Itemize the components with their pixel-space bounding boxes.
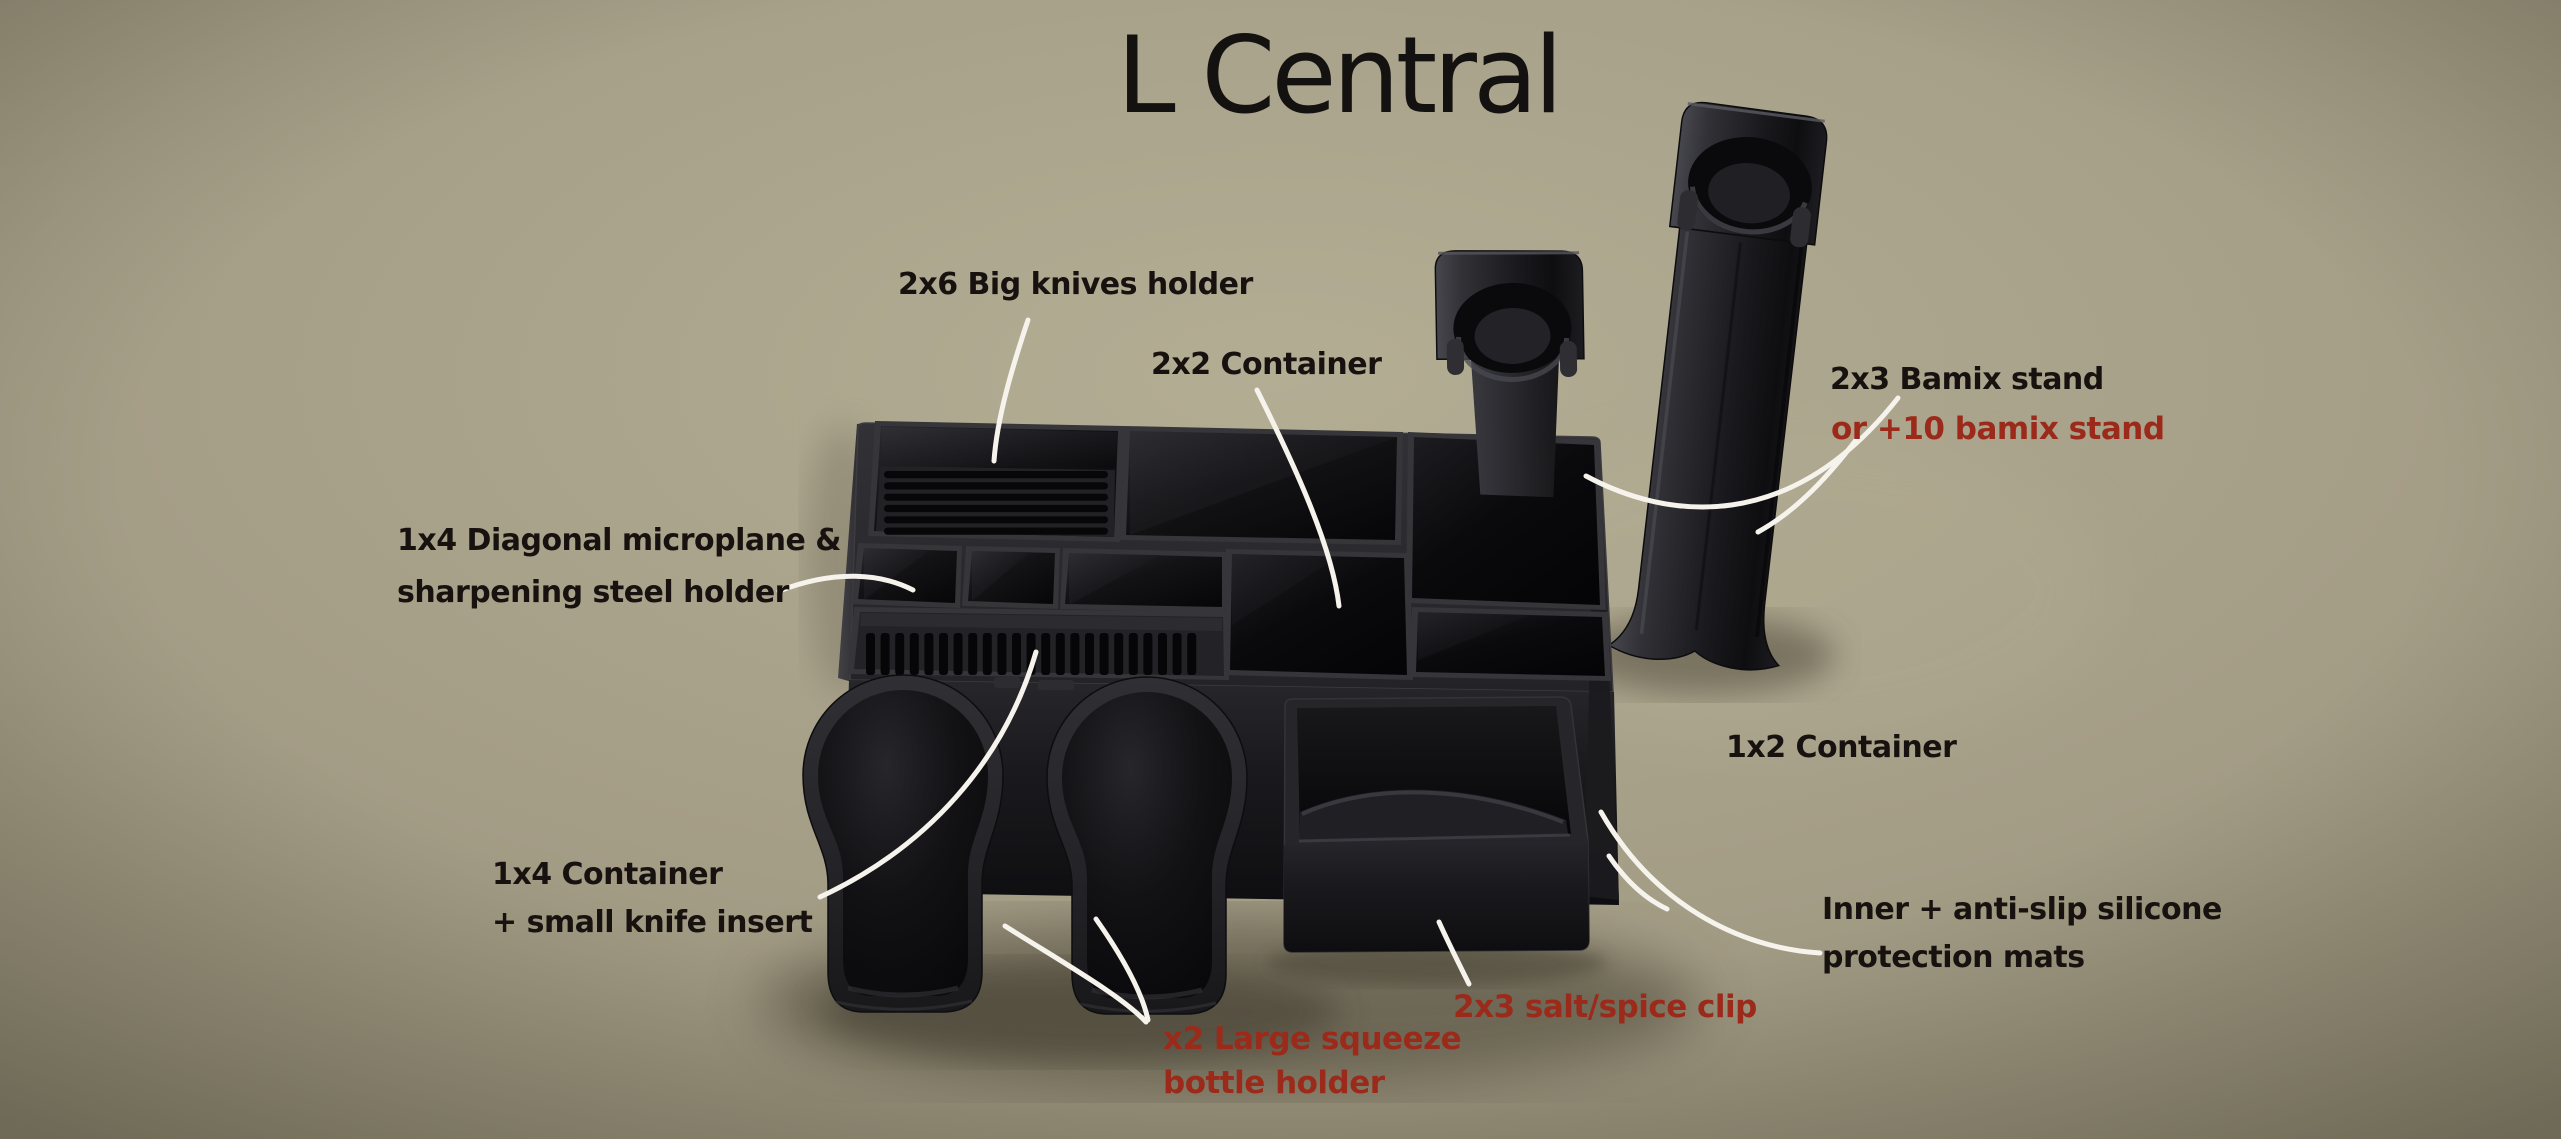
- label-bamix-line1: 2x3 Bamix stand: [1830, 362, 2104, 397]
- label-container-1x4-line2: + small knife insert: [492, 905, 813, 940]
- label-squeeze-line1: x2 Large squeeze: [1163, 1021, 1462, 1057]
- callout-big-knives: [991, 317, 1031, 464]
- callout-lines: [776, 317, 1901, 1025]
- label-big-knives: 2x6 Big knives holder: [898, 267, 1253, 302]
- callout-mats-short: [1606, 853, 1670, 912]
- label-mats-line1: Inner + anti-slip silicone: [1822, 892, 2222, 927]
- label-container-1x2: 1x2 Container: [1726, 730, 1957, 765]
- title: L Central: [1116, 14, 1564, 137]
- label-container-1x4-line1: 1x4 Container: [492, 857, 723, 892]
- callout-bamix-tall: [1755, 437, 1859, 535]
- label-bamix-line2: or +10 bamix stand: [1831, 411, 2165, 447]
- callout-container-1x4: [817, 649, 1039, 900]
- callout-squeeze-left: [1002, 923, 1149, 1025]
- callout-container-2x2: [1254, 387, 1342, 609]
- label-microplane-line2: sharpening steel holder: [397, 575, 789, 610]
- callout-salt-spice: [1436, 919, 1472, 987]
- label-salt-spice: 2x3 salt/spice clip: [1453, 989, 1757, 1025]
- callout-microplane: [776, 573, 916, 594]
- callout-mats-long: [1598, 809, 1823, 956]
- label-microplane-line1: 1x4 Diagonal microplane &: [397, 523, 841, 558]
- callout-squeeze-right: [1093, 916, 1151, 1023]
- label-squeeze-line2: bottle holder: [1163, 1065, 1385, 1101]
- label-mats-line2: protection mats: [1822, 940, 2085, 975]
- label-container-2x2: 2x2 Container: [1151, 347, 1382, 382]
